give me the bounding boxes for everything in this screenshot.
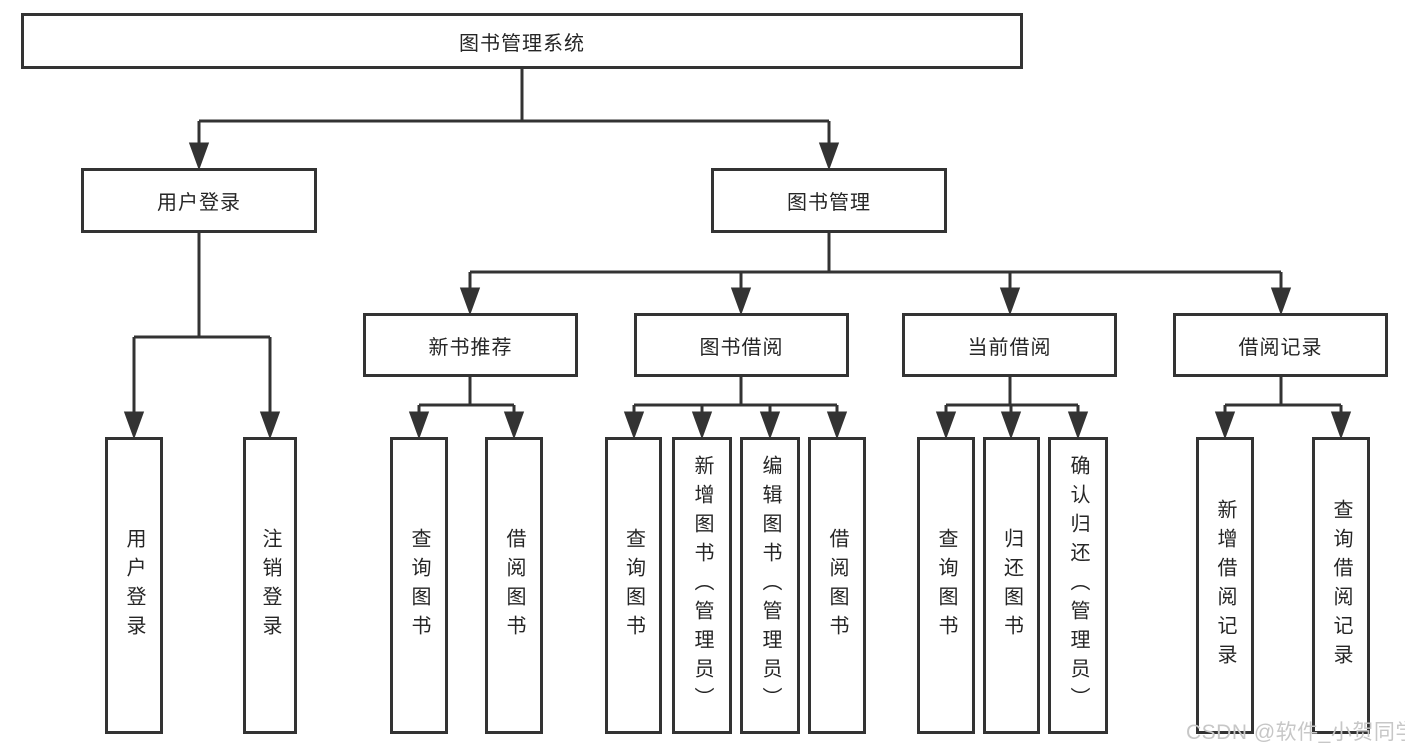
arrow-down (259, 337, 281, 440)
node-leaf-query-books-current: 查询图书 (917, 437, 975, 734)
arrow-down (691, 405, 713, 440)
node-label: 借阅图书 (826, 527, 848, 644)
node-leaf-query-books-borrowing: 查询图书 (605, 437, 662, 734)
connector-borrowing-to-leaves (623, 377, 848, 440)
connector-root-to-level2 (188, 69, 840, 171)
wire (199, 69, 829, 123)
arrow-down (1330, 405, 1352, 440)
node-label: 新书推荐 (428, 336, 513, 359)
connector-recommend-to-leaves (408, 377, 525, 440)
arrow-down (818, 121, 840, 171)
arrow-down (935, 405, 957, 440)
node-label: 查询图书 (408, 527, 430, 644)
node-label: 查询借阅记录 (1330, 498, 1352, 673)
node-new-book-recommend: 新书推荐 (363, 313, 578, 377)
node-leaf-borrow-books-recommend: 借阅图书 (485, 437, 543, 734)
arrow-down (408, 405, 430, 440)
node-label: 新增图书（管理员） (691, 455, 713, 716)
wire (634, 377, 837, 407)
node-leaf-logout: 注销登录 (243, 437, 297, 734)
arrow-down (503, 405, 525, 440)
wire (419, 377, 514, 407)
node-label: 编辑图书（管理员） (759, 455, 781, 716)
arrow-down (999, 272, 1021, 316)
node-user-login: 用户登录 (81, 168, 317, 233)
node-label: 借阅记录 (1238, 336, 1323, 359)
arrow-down (1000, 405, 1022, 440)
arrow-down (730, 272, 752, 316)
wire (1225, 377, 1341, 407)
node-leaf-borrow-books-borrowing: 借阅图书 (808, 437, 866, 734)
connector-current-to-leaves (935, 377, 1089, 440)
arrow-down (1067, 405, 1089, 440)
arrow-down (188, 121, 210, 171)
arrow-down (623, 405, 645, 440)
node-label: 借阅图书 (503, 527, 525, 644)
node-leaf-user-login: 用户登录 (105, 437, 163, 734)
node-leaf-return-books: 归还图书 (983, 437, 1040, 734)
connector-records-to-leaves (1214, 377, 1352, 440)
node-label: 查询图书 (935, 527, 957, 644)
arrow-down (1270, 272, 1292, 316)
arrow-down (1214, 405, 1236, 440)
node-label: 图书管理 (787, 192, 871, 214)
arrow-down (826, 405, 848, 440)
node-leaf-query-books-recommend: 查询图书 (390, 437, 448, 734)
node-leaf-query-borrow-record: 查询借阅记录 (1312, 437, 1370, 734)
node-library-management-system: 图书管理系统 (21, 13, 1023, 69)
node-leaf-add-borrow-record: 新增借阅记录 (1196, 437, 1254, 734)
node-label: 当前借阅 (967, 336, 1052, 359)
csdn-watermark: CSDN @软件_小贺同学 (1186, 721, 1405, 744)
wire (946, 377, 1078, 407)
node-leaf-confirm-return-admin: 确认归还（管理员） (1048, 437, 1108, 734)
node-current-borrowing: 当前借阅 (902, 313, 1117, 377)
node-leaf-edit-book-admin: 编辑图书（管理员） (740, 437, 800, 734)
node-label: 用户登录 (123, 527, 145, 644)
node-book-borrowing: 图书借阅 (634, 313, 849, 377)
connector-user-login-to-leaves (123, 233, 281, 440)
node-label: 图书借阅 (699, 336, 784, 359)
arrow-down (759, 405, 781, 440)
wire (134, 233, 270, 339)
node-label: 新增借阅记录 (1214, 498, 1236, 673)
arrow-down (459, 272, 481, 316)
node-leaf-add-book-admin: 新增图书（管理员） (672, 437, 732, 734)
node-borrowing-records: 借阅记录 (1173, 313, 1388, 377)
node-label: 用户登录 (157, 192, 241, 214)
arrow-down (123, 337, 145, 440)
node-book-management: 图书管理 (711, 168, 947, 233)
node-label: 图书管理系统 (459, 32, 585, 55)
connector-book-management-to-level3 (459, 233, 1292, 316)
node-label: 注销登录 (259, 527, 281, 644)
node-label: 确认归还（管理员） (1067, 455, 1089, 716)
node-label: 归还图书 (1000, 527, 1023, 644)
wire (470, 233, 1281, 274)
node-label: 查询图书 (622, 527, 645, 644)
